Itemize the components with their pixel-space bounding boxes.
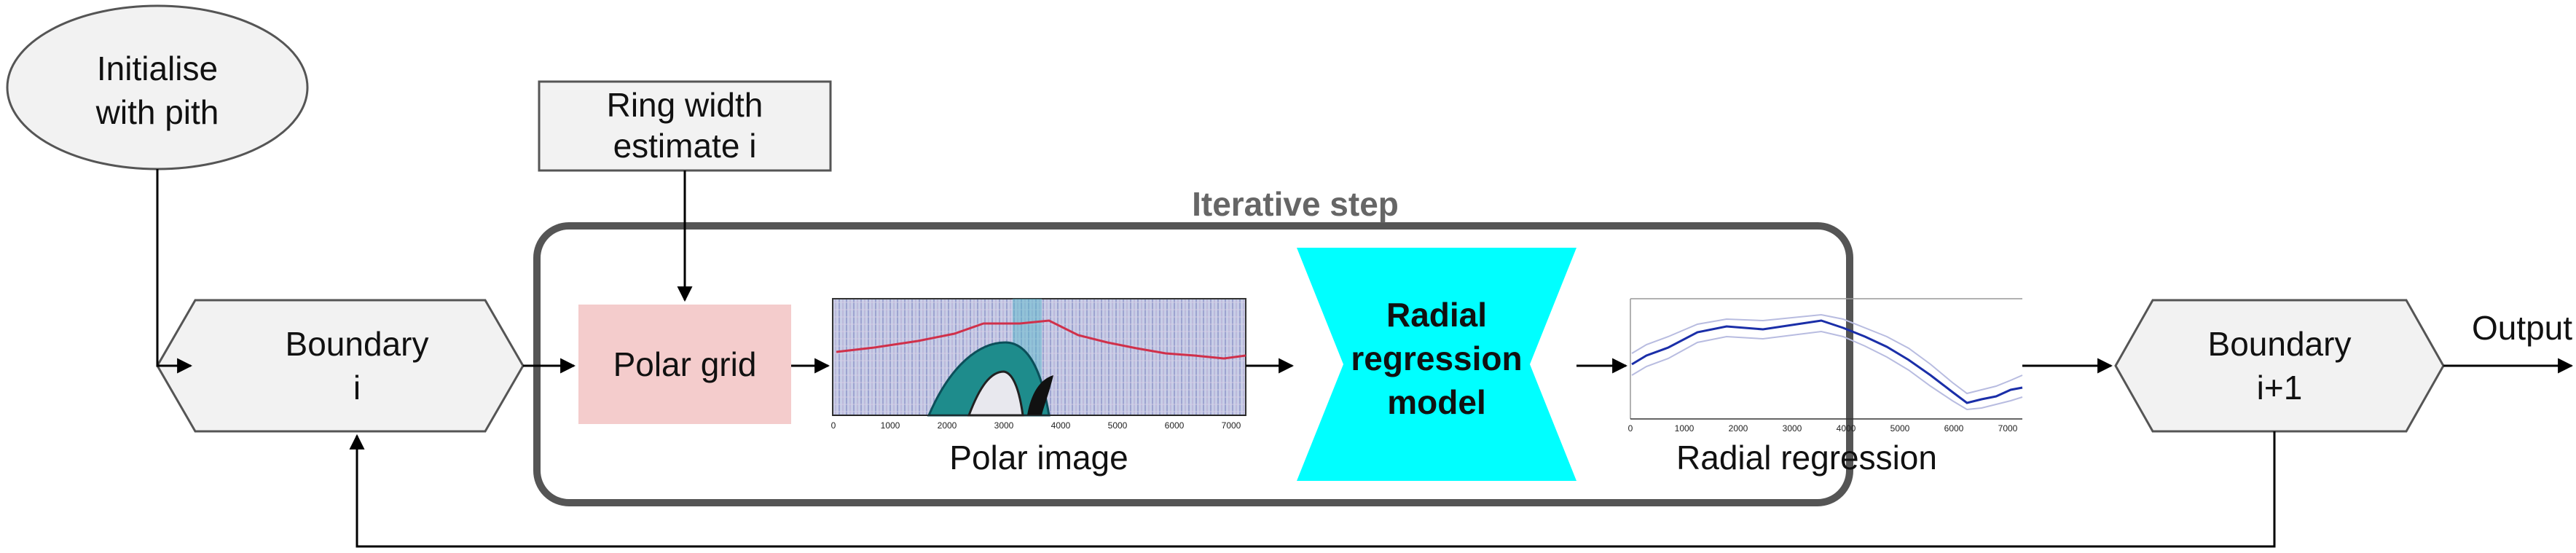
radial-regression-tick: 6000 bbox=[1944, 423, 1964, 434]
initialise-node: Initialise with pith bbox=[6, 4, 309, 170]
boundary-i-label-line1: Boundary bbox=[286, 325, 429, 363]
connectors bbox=[156, 169, 2574, 548]
polar-image-thumbnail: 0 1000 2000 3000 4000 5000 6000 7000 Pol… bbox=[831, 298, 1246, 476]
radial-regression-tick: 1000 bbox=[1675, 423, 1695, 434]
model-label-line3: model bbox=[1387, 383, 1485, 421]
radial-regression-tick: 2000 bbox=[1729, 423, 1748, 434]
radial-regression-tick: 0 bbox=[1628, 423, 1633, 434]
output-label: Output bbox=[2472, 309, 2572, 347]
iterative-step-frame bbox=[533, 222, 1853, 506]
radial-regression-tick: 4000 bbox=[1837, 423, 1856, 434]
initialise-label-line1: Initialise bbox=[97, 50, 218, 87]
radial-regression-tick: 7000 bbox=[1998, 423, 2018, 434]
polar-image-tick: 5000 bbox=[1108, 420, 1128, 431]
boundary-next-node: Boundary i+1 bbox=[2114, 299, 2445, 433]
radial-regression-tick: 3000 bbox=[1783, 423, 1802, 434]
polar-image-tick: 2000 bbox=[938, 420, 957, 431]
boundary-next-label-line2: i+1 bbox=[2257, 369, 2303, 407]
polar-grid-label: Polar grid bbox=[613, 345, 757, 383]
radial-regression-tick: 5000 bbox=[1890, 423, 1910, 434]
polar-image-caption: Polar image bbox=[949, 439, 1128, 476]
radial-regression-thumbnail: 0 1000 2000 3000 4000 5000 6000 7000 Rad… bbox=[1628, 298, 2023, 476]
ring-width-node: Ring width estimate i bbox=[538, 80, 832, 172]
boundary-i-node: Boundary i bbox=[156, 299, 525, 433]
radial-regression-caption: Radial regression bbox=[1676, 439, 1937, 476]
ring-width-label-line1: Ring width bbox=[607, 86, 763, 124]
polar-image-tick: 0 bbox=[831, 420, 836, 431]
radial-regression-ticks: 0 1000 2000 3000 4000 5000 6000 7000 bbox=[1628, 423, 2018, 434]
polar-grid-node: Polar grid bbox=[578, 305, 791, 424]
boundary-next-label-line1: Boundary bbox=[2208, 325, 2352, 363]
arrow-feedback-loop bbox=[349, 431, 2276, 548]
iterative-step-label: Iterative step bbox=[1192, 185, 1399, 223]
polar-image-tick: 6000 bbox=[1165, 420, 1185, 431]
model-label-line2: regression bbox=[1351, 340, 1522, 377]
boundary-i-label-line2: i bbox=[353, 369, 361, 407]
polar-image-tick: 4000 bbox=[1051, 420, 1071, 431]
polar-image-tick: 1000 bbox=[881, 420, 900, 431]
polar-image-ticks: 0 1000 2000 3000 4000 5000 6000 7000 bbox=[831, 420, 1241, 431]
polar-image-tick: 3000 bbox=[994, 420, 1014, 431]
radial-regression-model-node: Radial regression model bbox=[1297, 248, 1576, 481]
initialise-label-line2: with pith bbox=[95, 93, 219, 131]
arrow-init-to-boundary bbox=[156, 169, 193, 374]
polar-image-tick: 7000 bbox=[1222, 420, 1241, 431]
model-label-line1: Radial bbox=[1386, 296, 1487, 334]
ring-width-label-line2: estimate i bbox=[613, 127, 757, 165]
